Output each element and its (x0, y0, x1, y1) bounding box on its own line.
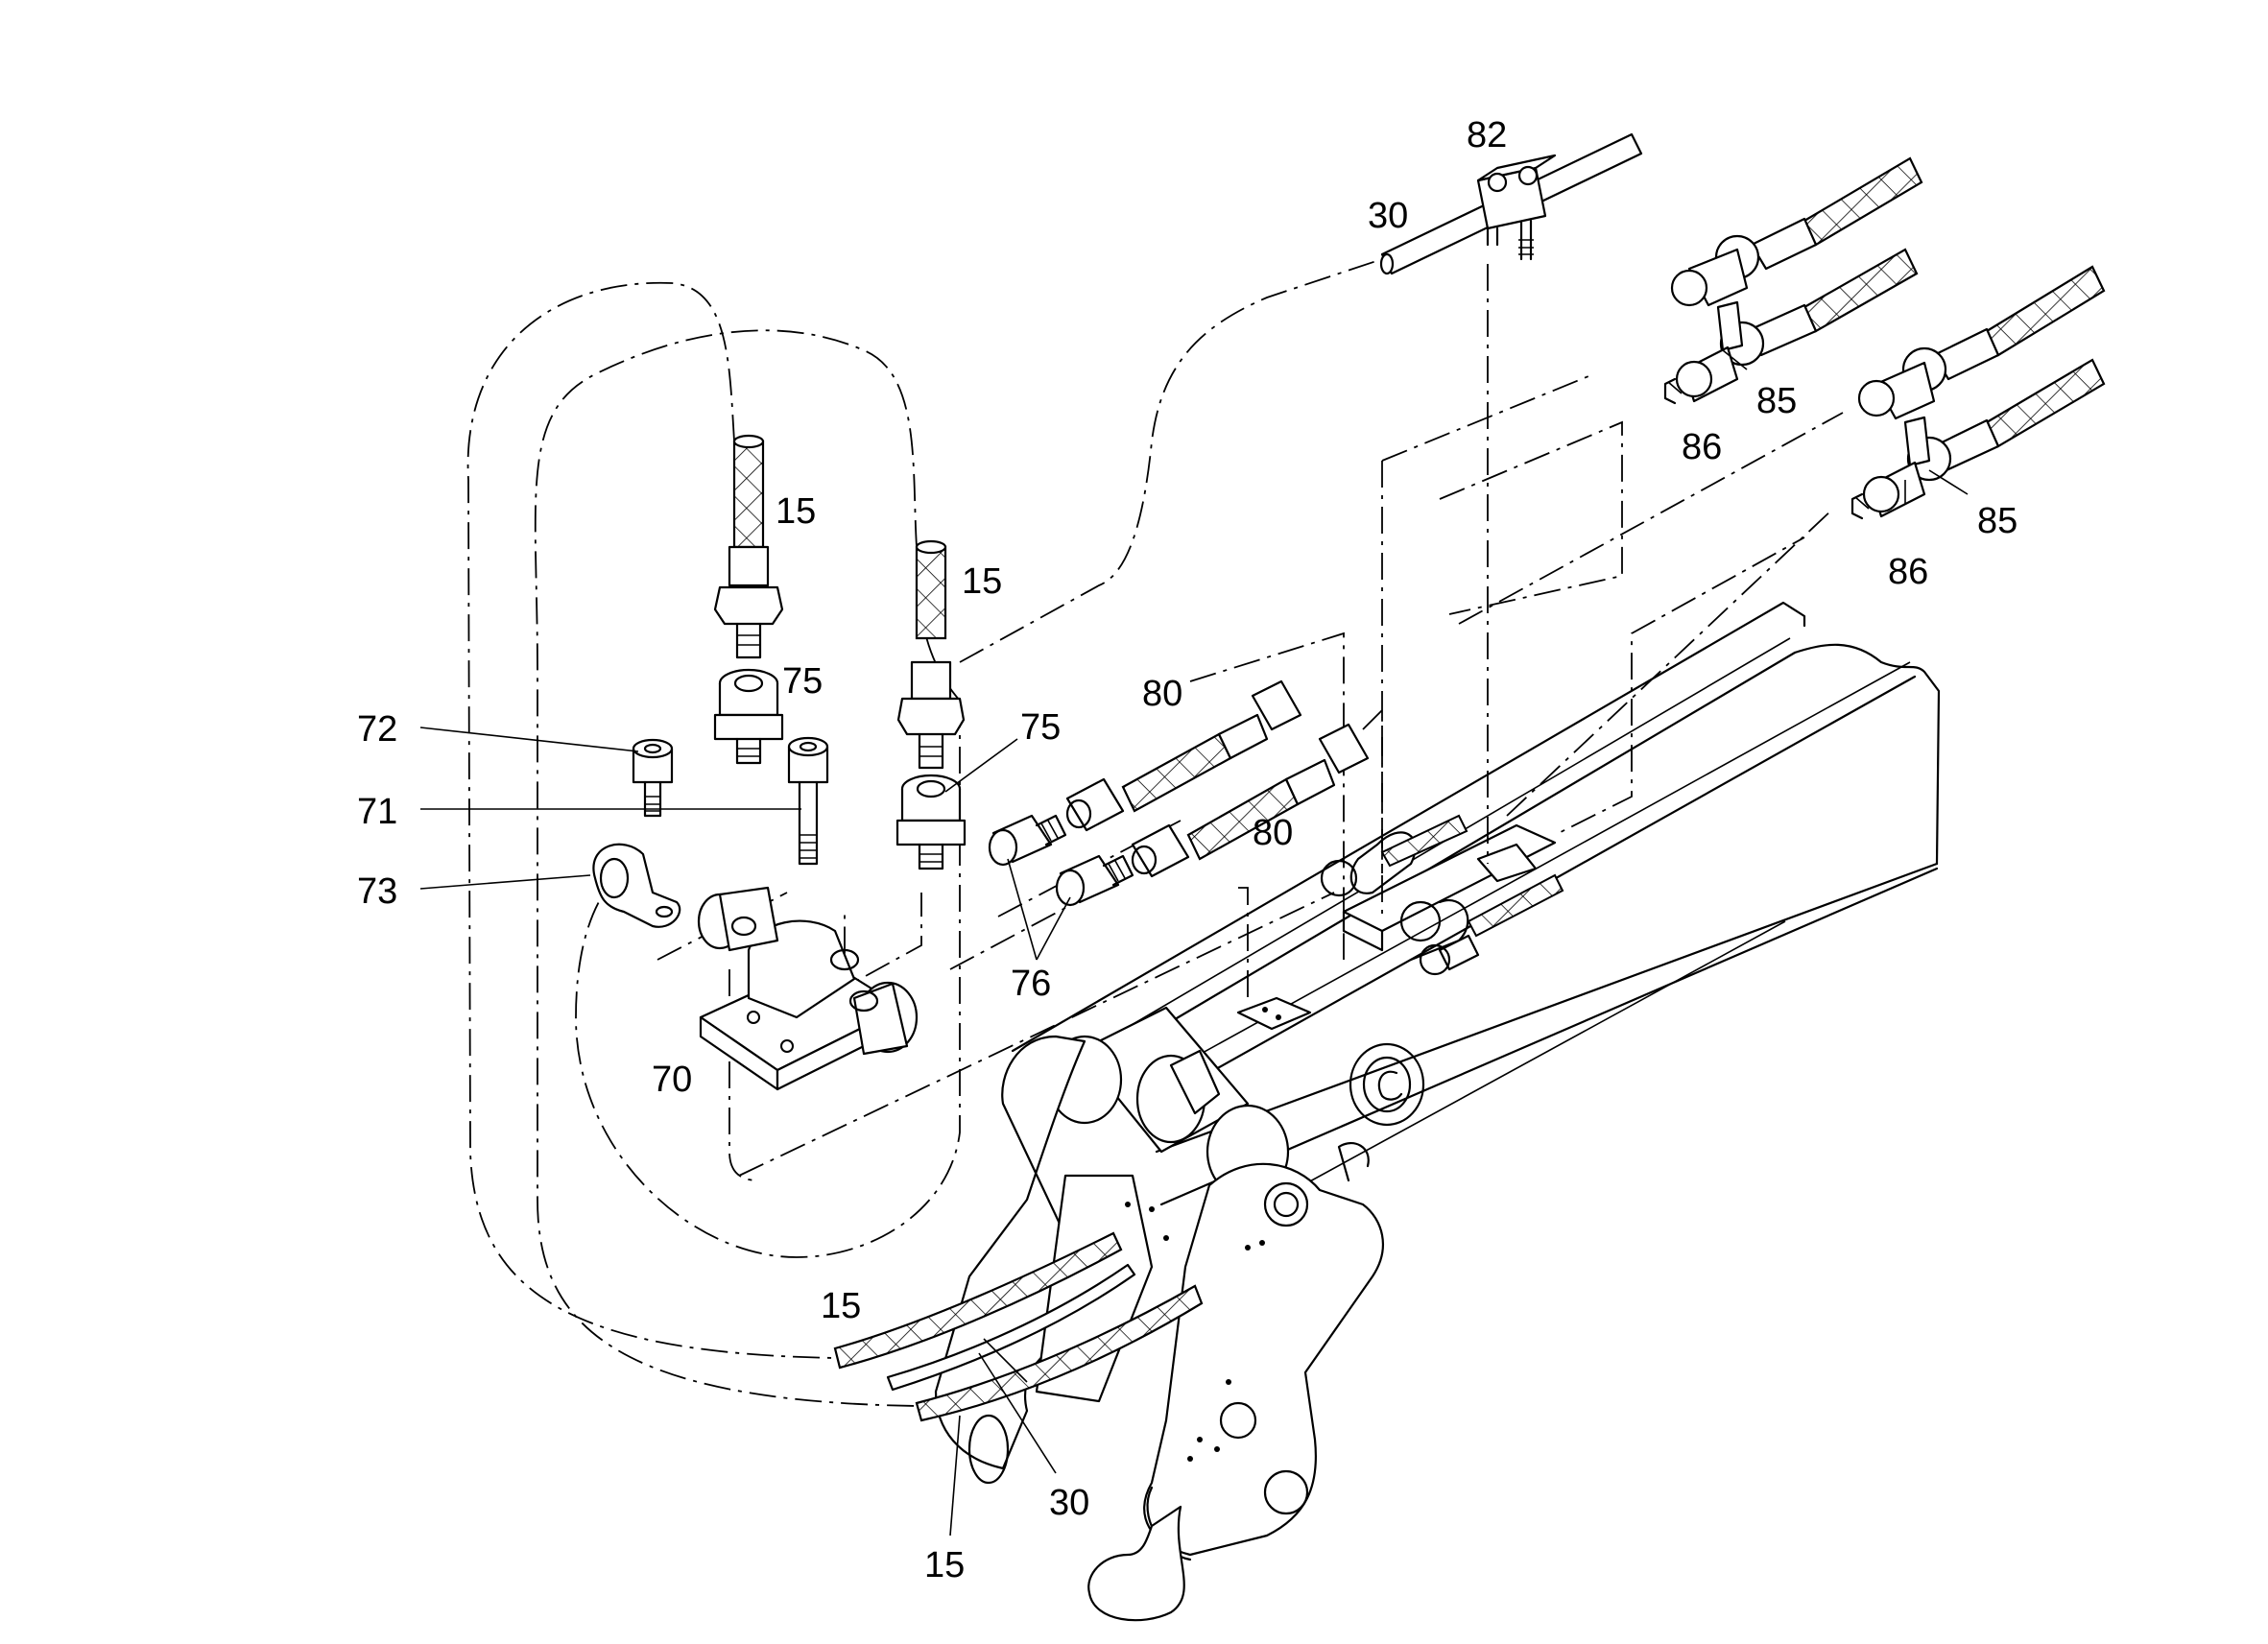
hose-85-lower-b (1850, 358, 2106, 520)
clamp-82 (1476, 154, 1557, 261)
hose-85-lower-a (1857, 265, 2106, 420)
adapter-76-b (1055, 854, 1134, 907)
leader-lines (419, 349, 1969, 1537)
callout-15: 15 (821, 1286, 861, 1326)
callout-71: 71 (357, 792, 397, 832)
hose-85-upper-a (1670, 156, 1923, 307)
callout-76: 76 (1011, 964, 1051, 1004)
hose-80-a (1065, 679, 1302, 832)
clip-73 (592, 843, 681, 928)
callout-30: 30 (1368, 196, 1408, 236)
callout-75: 75 (1020, 707, 1061, 748)
boom-arm (1011, 601, 1941, 1206)
callout-80: 80 (1142, 674, 1182, 714)
callout-70: 70 (652, 1060, 692, 1100)
callout-15: 15 (924, 1545, 965, 1585)
boom-fittings (1320, 814, 1564, 976)
callout-72: 72 (357, 709, 397, 750)
fitting-75-left (713, 668, 784, 765)
hose-15-middle (896, 539, 966, 770)
fitting-75-right (895, 774, 967, 870)
hose-15-left (713, 434, 784, 659)
clamp-block (697, 886, 919, 1091)
callout-labels: 15 15 15 15 30 30 70 71 72 73 75 75 76 8… (357, 115, 2017, 1585)
callout-86: 86 (1682, 427, 1722, 467)
screw-71 (787, 736, 829, 866)
callout-82: 82 (1467, 115, 1507, 155)
adapter-76-a (988, 814, 1067, 867)
callout-86: 86 (1888, 552, 1928, 592)
callout-15: 15 (776, 491, 816, 532)
callout-80: 80 (1253, 813, 1293, 853)
callout-30: 30 (1049, 1483, 1089, 1523)
callout-73: 73 (357, 871, 397, 912)
screw-72 (632, 738, 674, 818)
lower-hoses (833, 1231, 1204, 1422)
callout-85: 85 (1756, 381, 1797, 421)
hose-80-b (1131, 723, 1370, 878)
callout-75: 75 (782, 661, 823, 702)
hose-routing-lines (466, 258, 1844, 1407)
hose-85-upper-b (1663, 248, 1919, 405)
callout-15: 15 (962, 561, 1002, 602)
callout-85: 85 (1977, 501, 2017, 541)
